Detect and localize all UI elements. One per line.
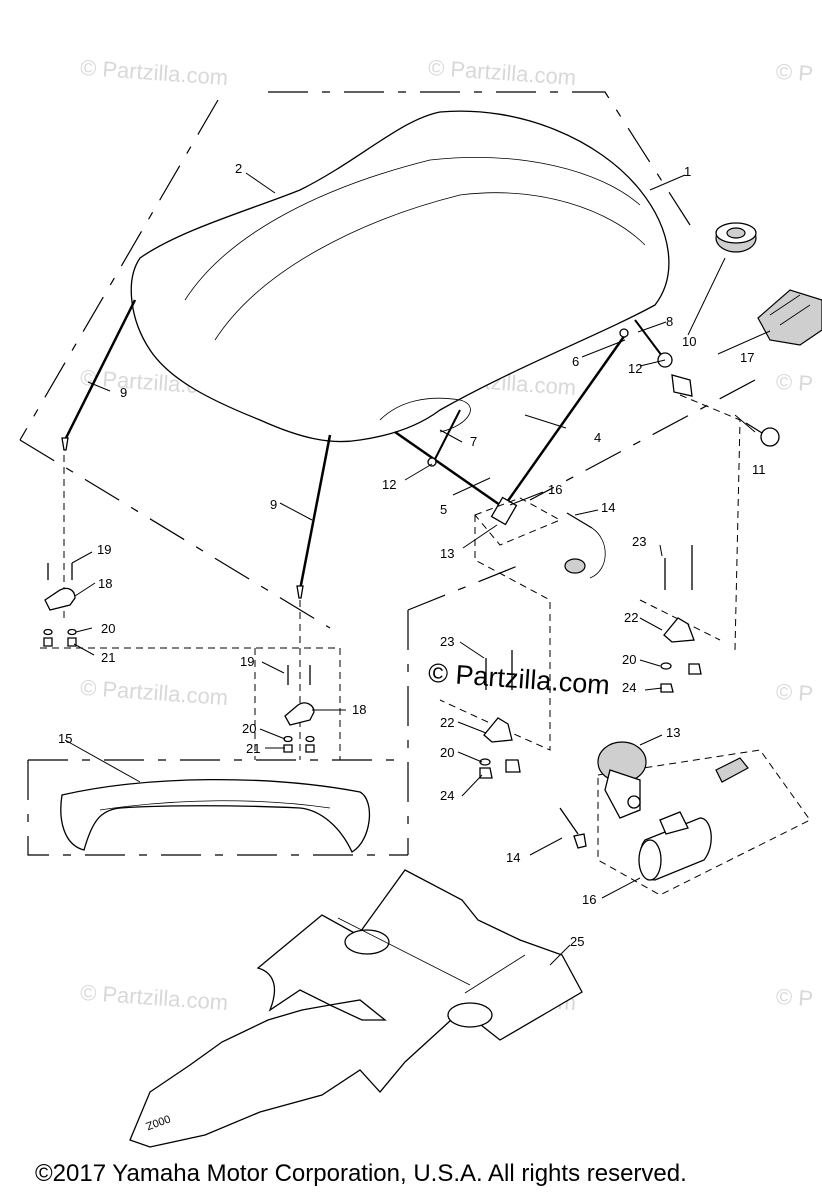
callout-21b: 21: [246, 741, 260, 756]
hardware-left-1: [43, 563, 77, 647]
callout-2: 2: [235, 161, 242, 176]
callout-23a: 23: [632, 534, 646, 549]
floor-mat: [129, 869, 583, 1148]
callout-20b: 20: [622, 652, 636, 667]
callout-6: 6: [572, 354, 579, 369]
pin-lanyard-upper: [564, 512, 606, 579]
copyright-footer: ©2017 Yamaha Motor Corporation, U.S.A. A…: [35, 1160, 687, 1187]
callout-16b: 16: [582, 892, 596, 907]
callout-5: 5: [440, 502, 447, 517]
callout-9a: 9: [120, 385, 127, 400]
callout-14b: 14: [506, 850, 520, 865]
callout-7: 7: [470, 434, 477, 449]
callout-17: 17: [740, 350, 754, 365]
callout-22a: 22: [624, 610, 638, 625]
hardware-center: [479, 650, 521, 779]
callout-16a: 16: [548, 482, 562, 497]
callout-10: 10: [682, 334, 696, 349]
callout-24b: 24: [440, 788, 454, 803]
callout-9b: 9: [270, 497, 277, 512]
callout-25: 25: [570, 934, 584, 949]
callout-19a: 19: [97, 542, 111, 557]
callout-8: 8: [666, 314, 673, 329]
callout-19b: 19: [240, 654, 254, 669]
callout-13a: 13: [440, 546, 454, 561]
callout-13b: 13: [666, 725, 680, 740]
callout-labels: 1 2 8 10 17 6 12 9 4 7 11 12 16 5 9 14 1…: [58, 161, 766, 949]
fitting-detail: [559, 741, 749, 881]
bimini-boot: [60, 778, 371, 853]
callout-1: 1: [684, 164, 691, 179]
bimini-canvas: [130, 110, 670, 443]
leader-lines: [64, 172, 771, 966]
callout-18a: 18: [98, 576, 112, 591]
callout-4: 4: [594, 430, 601, 445]
callout-23b: 23: [440, 634, 454, 649]
hardware-upper-right: [657, 222, 822, 447]
callout-11: 11: [752, 462, 766, 477]
callout-12a: 12: [628, 361, 642, 376]
callout-20c: 20: [242, 721, 256, 736]
bimini-frame: [61, 299, 666, 599]
callout-20a: 20: [101, 621, 115, 636]
callout-20d: 20: [440, 745, 454, 760]
hardware-right: [660, 545, 702, 693]
callout-12b: 12: [382, 477, 396, 492]
callout-22b: 22: [440, 715, 454, 730]
callout-14a: 14: [601, 500, 615, 515]
assembly-boundary: [19, 91, 756, 856]
hardware-left-2: [283, 665, 315, 753]
callout-24a: 24: [622, 680, 636, 695]
callout-15: 15: [58, 731, 72, 746]
callout-18b: 18: [352, 702, 366, 717]
callout-21a: 21: [101, 650, 115, 665]
